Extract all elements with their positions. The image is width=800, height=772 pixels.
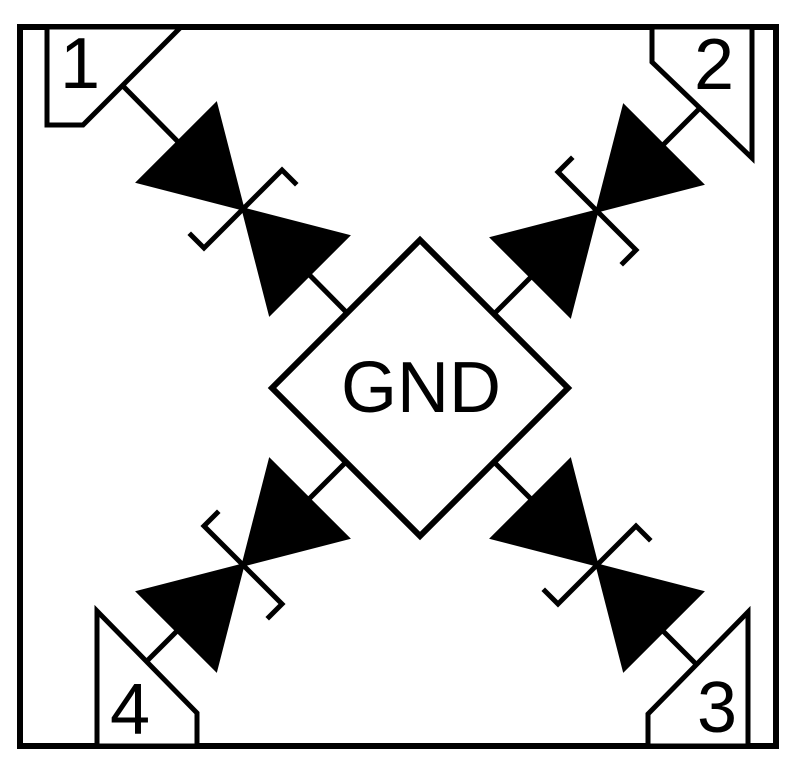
pin-3-pad xyxy=(645,605,751,749)
diode-pin1-outer xyxy=(135,101,246,212)
diode-pair-pin1 xyxy=(115,78,355,321)
diode-pair-pin4 xyxy=(135,454,354,673)
diode-pin3-inner xyxy=(489,457,600,568)
diode-pin4-inner xyxy=(240,457,351,568)
pin-1-pad xyxy=(44,24,188,128)
pin-3-label: 3 xyxy=(697,668,737,748)
diode-pin2-outer xyxy=(594,103,705,214)
zener-bar-pin2 xyxy=(554,155,640,267)
gnd-pad xyxy=(267,235,573,541)
diode-pin3-outer xyxy=(594,562,705,673)
diode-pin1-inner xyxy=(240,206,351,317)
diode-pin2-inner xyxy=(489,208,600,319)
pin-4-label: 4 xyxy=(110,670,150,750)
zener-bar-pin1 xyxy=(187,166,299,252)
zener-bar-pin4 xyxy=(200,509,286,621)
pin-1-label: 1 xyxy=(60,24,100,104)
diode-pair-pin2 xyxy=(486,101,707,322)
diode-pair-pin3 xyxy=(486,454,705,673)
pin-2-label: 2 xyxy=(694,25,734,105)
pin-2-pad xyxy=(649,24,755,164)
package-outline xyxy=(17,24,779,749)
diode-pin4-outer xyxy=(135,562,246,673)
pin-4-pad xyxy=(94,604,200,749)
zener-bar-pin3 xyxy=(541,522,653,608)
gnd-label: GND xyxy=(341,348,501,428)
